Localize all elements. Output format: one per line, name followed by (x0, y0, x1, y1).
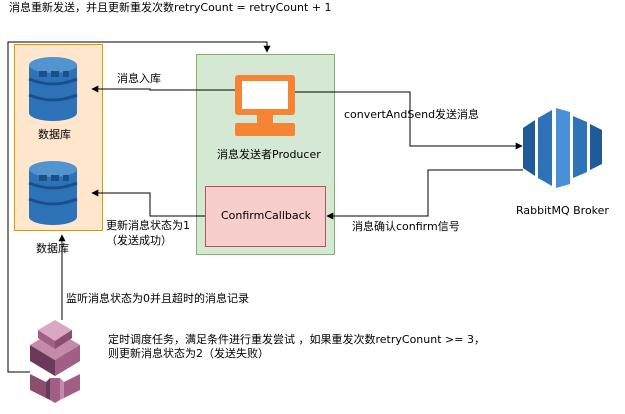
resend-connector (7, 41, 271, 373)
database-icon (28, 57, 78, 121)
confirm-signal-connector (326, 169, 523, 220)
update-status-connector (91, 189, 205, 217)
top-note: 消息重新发送，并且更新重发次数retryCount = retryCount +… (9, 1, 332, 14)
save-message-connector (91, 85, 235, 93)
computer-icon (235, 75, 295, 136)
monitor-label: 监听消息状态为0并且超时的消息记录 (66, 292, 249, 305)
db2-label: 数据库 (36, 242, 69, 255)
db1-label: 数据库 (38, 128, 71, 141)
rabbitmq-icon (523, 108, 602, 188)
update-status-label: 更新消息状态为1 (106, 219, 190, 232)
database-icon (28, 161, 78, 225)
send-success-label: （发送成功） (106, 234, 172, 247)
confirm-callback-box (205, 186, 326, 247)
convert-send-label: convertAndSend发送消息 (344, 108, 480, 121)
save-message-label: 消息入库 (117, 72, 161, 85)
scheduler-icon (30, 320, 80, 403)
confirm-callback-label: ConfirmCallback (221, 209, 312, 222)
confirm-signal-label: 消息确认confirm信号 (352, 220, 460, 233)
rabbitmq-label: RabbitMQ Broker (516, 204, 609, 217)
scheduler-task-line1: 定时调度任务，满足条件进行重发尝试 ，如果重发次数retryConunt >= … (108, 333, 485, 346)
convert-send-connector (295, 91, 523, 150)
scheduler-task-line2: 则更新消息状态为2（发送失败） (108, 347, 269, 360)
producer-label: 消息发送者Producer (217, 148, 321, 161)
